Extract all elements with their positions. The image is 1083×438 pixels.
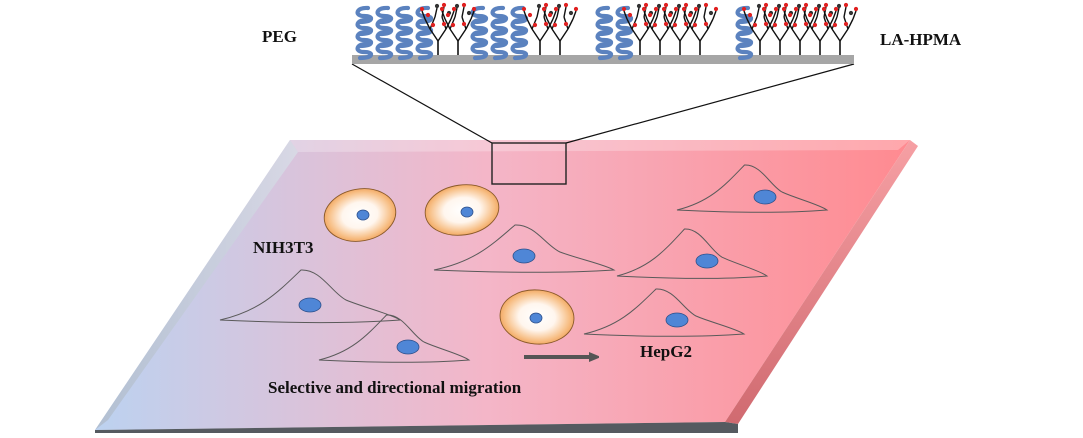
nucleus — [512, 248, 536, 264]
la-hpma-branch — [439, 2, 477, 55]
nucleus — [460, 206, 474, 218]
la-hpma-branch — [521, 2, 559, 55]
spread-cell — [219, 269, 402, 323]
nucleus — [695, 253, 719, 269]
peg-chain — [395, 5, 414, 61]
plate-top-bevel — [290, 140, 910, 152]
la-hpma-branch — [681, 2, 719, 55]
spread-cell — [616, 228, 769, 279]
nucleus — [356, 209, 370, 221]
plate-bottom-edge — [95, 422, 738, 433]
spread-cell — [318, 314, 471, 363]
polymer-brush-layer — [352, 2, 859, 64]
spread-cell — [583, 288, 746, 337]
peg-chain — [470, 5, 489, 61]
round-cell — [323, 188, 397, 242]
spread-cell — [433, 224, 616, 273]
la-hpma-label: LA-HPMA — [880, 30, 962, 49]
nih3t3-label: NIH3T3 — [253, 238, 313, 257]
la-hpma-branch — [621, 2, 659, 55]
peg-chain — [615, 5, 634, 61]
round-cell — [424, 184, 500, 236]
peg-chain — [375, 5, 394, 61]
nucleus — [529, 312, 543, 324]
caption-label: Selective and directional migration — [268, 378, 522, 397]
peg-chain — [595, 5, 614, 61]
la-hpma-branch — [781, 2, 819, 55]
la-hpma-branch — [419, 2, 457, 55]
peg-chain — [735, 5, 754, 61]
nucleus — [753, 189, 777, 205]
hepg2-label: HepG2 — [640, 342, 692, 361]
zoom-indicator — [351, 63, 855, 185]
nucleus — [665, 312, 689, 328]
plate-left-bevel — [95, 140, 298, 430]
peg-chain — [490, 5, 509, 61]
la-hpma-branch — [741, 2, 779, 55]
la-hpma-branch — [661, 2, 699, 55]
peg-chain — [415, 5, 434, 61]
la-hpma-branch — [821, 2, 859, 55]
nucleus — [396, 339, 420, 355]
plate-right-bevel — [725, 140, 918, 424]
plate-top-surface — [95, 140, 910, 430]
zoom-box — [491, 142, 567, 185]
peg-chain — [355, 5, 374, 61]
peg-chain — [510, 5, 529, 61]
round-cell — [499, 289, 575, 345]
spread-cell — [676, 164, 829, 213]
la-hpma-branch — [541, 2, 579, 55]
la-hpma-branch — [761, 2, 799, 55]
cells-layer — [219, 164, 829, 363]
gradient-plate — [95, 140, 918, 433]
peg-label: PEG — [262, 27, 297, 46]
nucleus — [298, 297, 322, 313]
